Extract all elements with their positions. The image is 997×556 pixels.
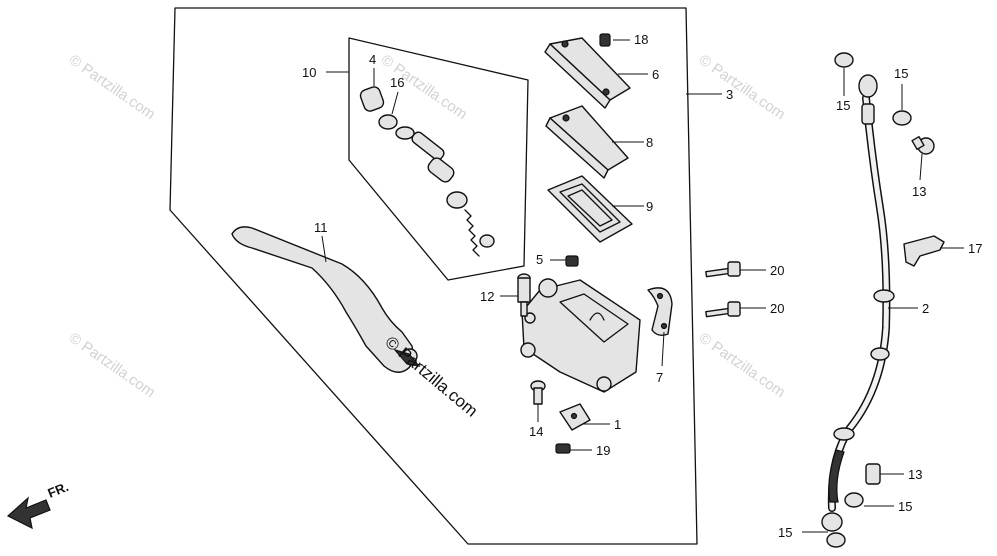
front-stop-switch	[530, 380, 591, 454]
part-label: 4	[369, 52, 376, 67]
part-label: 15	[836, 98, 850, 113]
part-label: 3	[726, 87, 733, 102]
part-label: 16	[390, 75, 404, 90]
brake-lever	[231, 226, 421, 373]
part-label: 17	[968, 241, 982, 256]
part-label: 13	[908, 467, 922, 482]
part-label: 14	[529, 424, 543, 439]
part-label: 19	[596, 443, 610, 458]
part-label: 15	[898, 499, 912, 514]
part-label: 8	[646, 135, 653, 150]
brake-hose	[821, 74, 895, 532]
front-direction-indicator: FR.	[6, 479, 71, 530]
screw-5	[565, 255, 579, 267]
part-label: 9	[646, 199, 653, 214]
watermark-layer: © Partzilla.com © Partzilla.com © Partzi…	[66, 51, 789, 401]
part-label: 15	[778, 525, 792, 540]
part-label: 13	[912, 184, 926, 199]
watermark: © Partzilla.com	[696, 329, 789, 401]
watermark: © Partzilla.com	[696, 51, 789, 123]
screw-18	[599, 33, 611, 47]
part-label: 12	[480, 289, 494, 304]
part-label: 2	[922, 301, 929, 316]
bolts-20	[705, 261, 741, 318]
part-label: 15	[894, 66, 908, 81]
reservoir-plate	[545, 105, 629, 179]
direction-label: FR.	[46, 479, 71, 501]
diaphragm	[547, 175, 633, 243]
assembly-outline	[169, 7, 698, 545]
front-arrow-icon	[6, 496, 51, 530]
holder-bracket	[647, 287, 673, 337]
part-label: 10	[302, 65, 316, 80]
pivot-bolt	[517, 273, 531, 317]
part-label: 6	[652, 67, 659, 82]
hose-clip	[903, 235, 945, 267]
part-label: 20	[770, 263, 784, 278]
part-label: 1	[614, 417, 621, 432]
washers-and-bolts	[826, 52, 935, 548]
watermark: © Partzilla.com	[66, 329, 159, 401]
part-label: 11	[314, 220, 328, 235]
part-labels: 1 2 3 4 5 6 7 8 9 10 11 12 13 13 14 15 1…	[302, 32, 982, 540]
part-label: 7	[656, 370, 663, 385]
watermark: © Partzilla.com	[66, 51, 159, 123]
reservoir-cap	[544, 37, 631, 109]
center-watermark: © Partzilla.com	[381, 333, 481, 421]
piston-kit-outline	[348, 37, 529, 281]
master-cylinder-body	[520, 278, 641, 393]
piston-kit	[359, 86, 495, 257]
part-label: 18	[634, 32, 648, 47]
part-label: 20	[770, 301, 784, 316]
leader-lines	[321, 39, 964, 533]
part-label: 5	[536, 252, 543, 267]
